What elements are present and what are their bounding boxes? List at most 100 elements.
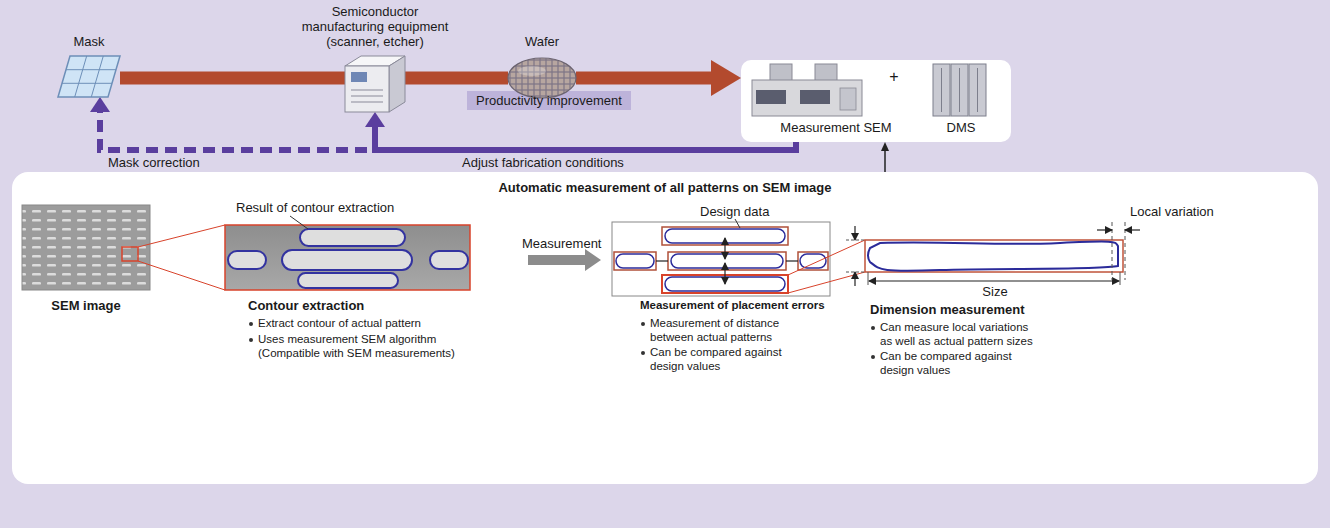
connector-line <box>375 123 796 151</box>
arrow-head <box>881 142 889 151</box>
dimension-figure-part <box>1125 229 1140 230</box>
panel-title: Automatic measurement of all patterns on… <box>12 180 1318 195</box>
dms-server-icon-part <box>969 64 986 116</box>
bullet-note: Can be compared against design values <box>640 346 810 373</box>
sem-image-thumbnail-part <box>22 205 150 290</box>
connector <box>90 97 796 150</box>
dimension-figure-part <box>865 240 1123 272</box>
dimension-label: Size <box>965 284 1025 299</box>
design-data-figure-part <box>656 260 668 261</box>
equipment-icon-part <box>351 96 383 97</box>
dimension-figure-part <box>1097 229 1112 230</box>
mask-icon-part <box>91 56 103 97</box>
connector <box>405 78 508 79</box>
dms-server-icon-part <box>959 68 960 112</box>
dimension-figure-part <box>868 242 1118 271</box>
dimension-figure-part <box>1120 272 1121 285</box>
contour-image-part <box>298 273 398 288</box>
sem-image-thumbnail-part <box>122 247 138 261</box>
contour-image-part <box>228 251 266 269</box>
step-title: Dimension measurement <box>870 302 1025 317</box>
connector-label: Mask correction <box>108 155 200 170</box>
mask-icon-part <box>66 69 116 70</box>
design-data-figure-part <box>724 238 725 259</box>
contour-image-part <box>430 251 468 269</box>
sem-machine-icon-part <box>752 80 862 116</box>
measurement-arrow-part <box>528 249 601 271</box>
bullet-note: Extract contour of actual pattern <box>248 317 483 331</box>
equipment-icon-part <box>351 90 383 91</box>
connector-line <box>884 148 886 172</box>
design-data-figure-part <box>724 263 725 284</box>
contour-image-part <box>300 229 405 246</box>
connector-line <box>100 108 796 151</box>
dms-server-icon <box>933 64 986 116</box>
dimension-figure-part <box>868 272 869 285</box>
sem-machine-icon <box>752 64 862 116</box>
dimension-label: Local variation <box>1130 204 1214 219</box>
bullet-note: Can be compared against design values <box>870 350 1040 377</box>
connector <box>881 142 889 172</box>
connector <box>120 78 345 79</box>
icon-label: Semiconductor manufacturing equipment (s… <box>295 4 455 49</box>
icon-label: Wafer <box>492 34 592 49</box>
label-box: Productivity improvement <box>467 91 631 110</box>
dms-server-icon-part <box>951 64 968 116</box>
design-data-figure-part <box>671 254 783 268</box>
step-title: Measurement of placement errors <box>640 298 790 313</box>
design-data-figure-part <box>788 272 865 293</box>
equipment-icon-part <box>389 56 405 112</box>
sem-machine-icon-part <box>840 88 856 110</box>
equipment-icon-part <box>351 72 367 82</box>
design-data-figure-part <box>612 222 830 296</box>
design-data-figure-part <box>788 240 865 275</box>
sem-machine-icon-part <box>756 90 786 104</box>
design-data-figure <box>612 219 865 296</box>
sem-image-thumbnail-part <box>138 261 225 290</box>
dms-server-icon-part <box>941 68 942 112</box>
icon-label: Mask <box>29 34 149 49</box>
connector-line <box>405 72 508 85</box>
connector-line <box>120 72 345 85</box>
dimension-figure-part <box>854 226 855 240</box>
design-data-figure-part <box>798 252 828 270</box>
wafer-icon-part <box>518 66 546 76</box>
equipment-icon-part <box>351 102 383 103</box>
connector-line <box>576 72 720 85</box>
mask-icon-part <box>58 56 120 97</box>
arrow-head <box>90 97 110 112</box>
step-title: Contour extraction <box>248 298 364 313</box>
contour-image-part <box>225 225 470 290</box>
design-data-figure-part <box>668 252 786 270</box>
dimension-figure-part <box>1112 222 1113 280</box>
connector <box>365 112 796 150</box>
sem-image-thumbnail <box>22 205 225 290</box>
arrow-head <box>365 112 385 127</box>
bullet-note: Uses measurement SEM algorithm (Compatib… <box>248 333 483 360</box>
sem-image-thumbnail-part <box>138 225 225 247</box>
bullet-note: Measurement of distance between actual p… <box>640 317 815 344</box>
dms-server-icon-part <box>977 68 978 112</box>
node-text: Productivity improvement <box>476 93 622 108</box>
measurement-arrow <box>528 249 601 271</box>
dimension-figure-part <box>869 280 1119 281</box>
callout-label: Result of contour extraction <box>236 200 394 215</box>
contour-image <box>225 216 470 290</box>
design-data-figure-part <box>616 254 654 268</box>
dimension-figure-part <box>1125 222 1126 280</box>
wafer-icon-part <box>508 58 576 98</box>
mask-icon <box>58 56 120 97</box>
mask-icon-part <box>62 83 112 84</box>
device-label: DMS <box>931 120 991 135</box>
dms-server-icon-part <box>933 64 950 116</box>
dimension-figure <box>846 222 1140 286</box>
dimension-figure-part <box>854 272 855 286</box>
equipment-icon-part <box>345 66 389 112</box>
device-label: Measurement SEM <box>761 120 911 135</box>
design-data-figure-part <box>786 260 798 261</box>
contour-image-part <box>290 216 308 229</box>
step-title: SEM image <box>22 298 150 313</box>
design-data-figure-part <box>800 254 826 268</box>
connector-label: Adjust fabrication conditions <box>462 155 624 170</box>
